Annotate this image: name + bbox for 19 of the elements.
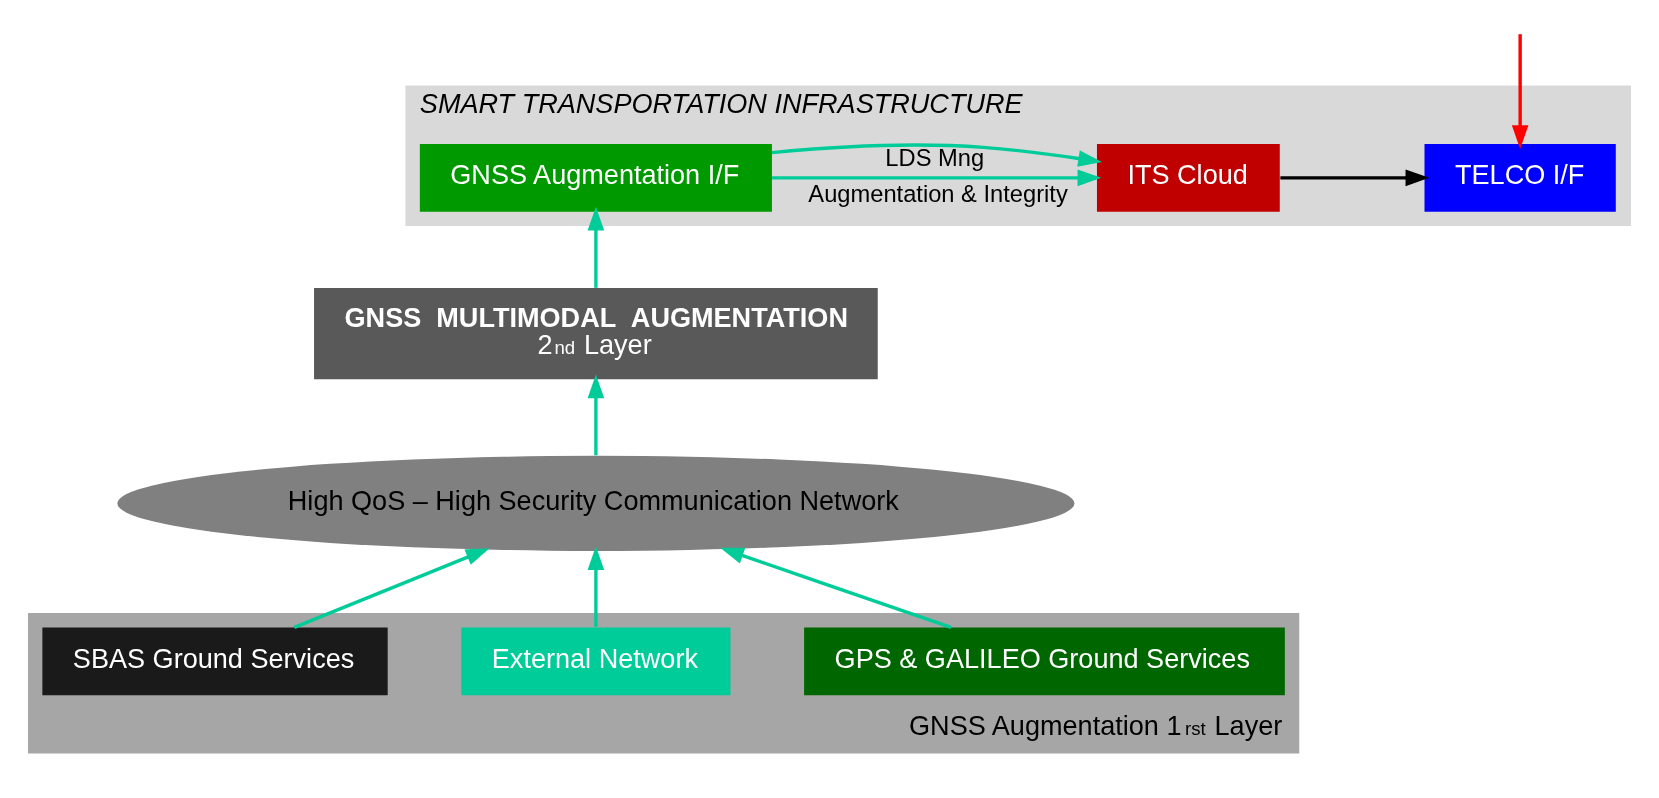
node-ellipse: High QoS – High Security Communication Network <box>117 455 1075 551</box>
arrow <box>771 142 1102 167</box>
node-box: GPS & GALILEO Ground Services <box>804 626 1285 695</box>
arrow <box>720 547 952 629</box>
node-box: TELCO I/F <box>1424 143 1616 212</box>
node-box: GNSS Augmentation I/F <box>419 143 772 212</box>
arrow <box>587 545 605 627</box>
arrow <box>587 206 605 288</box>
node-box: ITS Cloud <box>1096 143 1280 212</box>
arrow <box>1280 169 1430 186</box>
arrow <box>587 374 605 455</box>
edge-label: LDS Mng <box>885 144 985 171</box>
node-box: SBAS Ground Services <box>42 626 388 695</box>
node-box: GNSS MULTIMODAL AUGMENTATION 2nd Layer <box>314 287 878 379</box>
edge-label: Augmentation & Integrity <box>808 180 1068 207</box>
arrow <box>772 169 1102 186</box>
arrow <box>293 547 490 629</box>
arrow <box>1511 33 1529 149</box>
node-box: External Network <box>461 626 731 695</box>
